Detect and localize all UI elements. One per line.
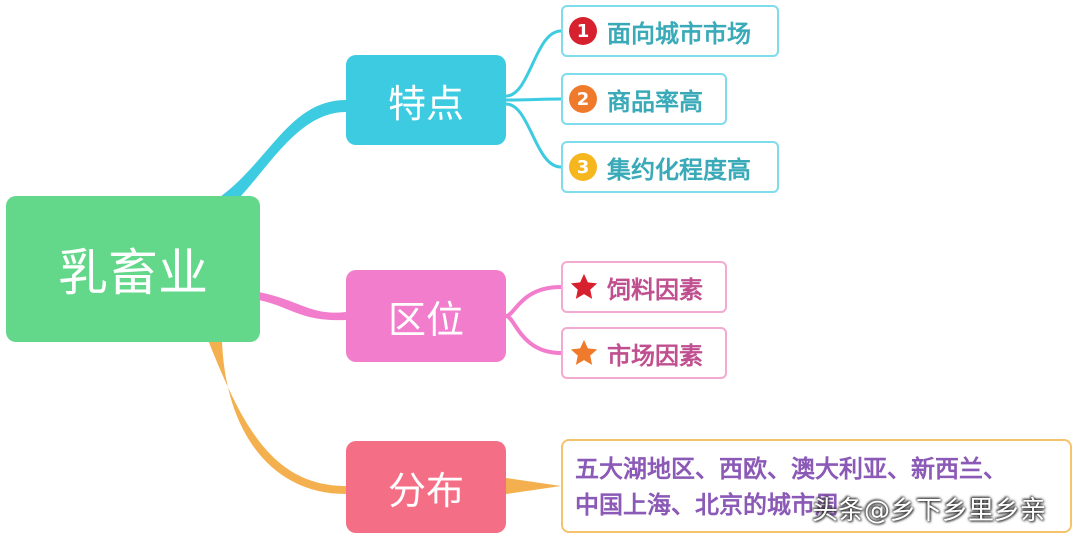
branch-features[interactable]: 特点 [346, 55, 506, 145]
number-3-badge-icon: 3 [569, 153, 597, 181]
branch-distribution[interactable]: 分布 [346, 441, 506, 533]
connector-features-to-item-3 [505, 102, 562, 169]
connector-location-to-item-2 [505, 314, 562, 355]
location-factor-text: 饲料因素 [607, 275, 703, 304]
star-icon [570, 273, 598, 299]
connector-root-to-features [220, 100, 346, 197]
root-topic-label: 乳畜业 [58, 244, 208, 302]
branch-label: 分布 [387, 468, 464, 513]
root-topic[interactable]: 乳畜业 [6, 196, 260, 342]
feature-item-text: 商品率高 [607, 87, 703, 116]
number-2-badge-icon: 2 [569, 85, 597, 113]
connector-distribution-to-leaf [506, 478, 561, 494]
connector-features-to-item-1 [505, 29, 562, 98]
distribution-text-box[interactable]: 五大湖地区、西欧、澳大利亚、新西兰、 中国上海、北京的城市周 [561, 439, 1072, 533]
connector-features-to-item-2 [505, 97, 562, 102]
star-icon [570, 339, 598, 365]
distribution-line-2: 中国上海、北京的城市周 [575, 491, 839, 519]
feature-item[interactable]: 1 面向城市市场 [561, 5, 779, 57]
connector-root-to-distribution [208, 340, 346, 494]
branch-label: 特点 [387, 81, 464, 126]
location-factor-text: 市场因素 [607, 341, 703, 370]
number-1-badge-icon: 1 [569, 17, 597, 45]
connector-root-to-location [258, 292, 346, 321]
branch-label: 区位 [387, 297, 464, 342]
distribution-line-1: 五大湖地区、西欧、澳大利亚、新西兰、 [575, 455, 1007, 483]
connector-location-to-item-1 [505, 285, 562, 318]
feature-item-text: 面向城市市场 [607, 19, 751, 48]
feature-item-text: 集约化程度高 [607, 155, 751, 184]
feature-item[interactable]: 3 集约化程度高 [561, 141, 779, 193]
watermark-text: 头条@乡下乡里乡亲 [812, 496, 1047, 526]
branch-location[interactable]: 区位 [346, 270, 506, 362]
location-factor-item[interactable]: 市场因素 [561, 327, 727, 379]
feature-item[interactable]: 2 商品率高 [561, 73, 727, 125]
location-factor-item[interactable]: 饲料因素 [561, 261, 727, 313]
